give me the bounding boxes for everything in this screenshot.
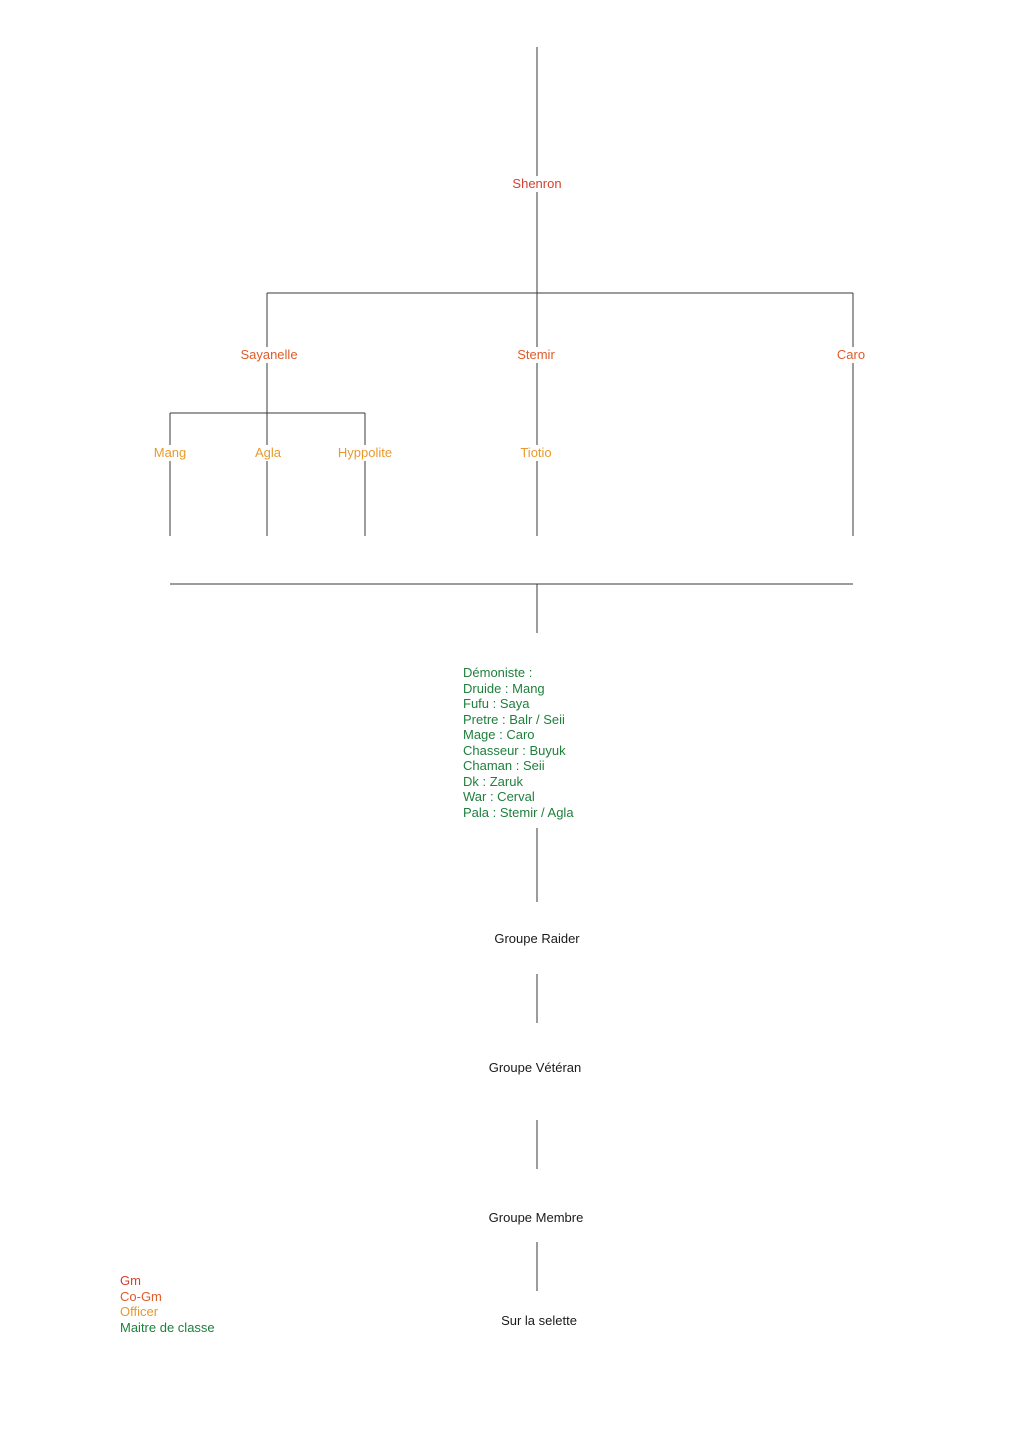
class-master-item: Chaman : Seii (463, 758, 545, 773)
class-master-item: Dk : Zaruk (463, 773, 523, 789)
class-master-item: Pala : Stemir / Agla (463, 804, 574, 820)
officer-node-mang: Mang (153, 445, 187, 461)
officer-node-agla: Agla (254, 445, 282, 461)
group-selette: Sur la selette (501, 1313, 577, 1329)
class-master-item: Pretre : Balr / Seii (463, 711, 565, 727)
class-master-item: Démoniste : (463, 665, 533, 680)
group-raider: Groupe Raider (494, 931, 580, 947)
legend-item-class-master: Maitre de classe (120, 1319, 215, 1335)
gm-node: Shenron (512, 176, 562, 192)
class-masters-list: Démoniste : Druide : Mang Fufu : Saya Pr… (463, 663, 578, 822)
legend: Gm Co-Gm Officer Maitre de classe (120, 1273, 215, 1335)
class-master-item: Fufu : Saya (463, 696, 530, 711)
legend-item-co-gm: Co-Gm (120, 1288, 162, 1304)
co-gm-node-caro: Caro (836, 347, 866, 363)
class-master-item: Druide : Mang (463, 680, 545, 696)
class-master-item: Chasseur : Buyuk (463, 742, 566, 758)
co-gm-node-sayanelle: Sayanelle (240, 347, 298, 363)
class-master-item: War : Cerval (463, 789, 535, 804)
group-veteran: Groupe Vétéran (488, 1060, 582, 1076)
co-gm-node-stemir: Stemir (517, 347, 555, 363)
legend-item-gm: Gm (120, 1273, 141, 1288)
legend-item-officer: Officer (120, 1304, 159, 1319)
group-membre: Groupe Membre (488, 1210, 584, 1226)
officer-node-tiotio: Tiotio (520, 445, 552, 461)
class-master-item: Mage : Caro (463, 727, 535, 742)
officer-node-hyppolite: Hyppolite (337, 445, 393, 461)
